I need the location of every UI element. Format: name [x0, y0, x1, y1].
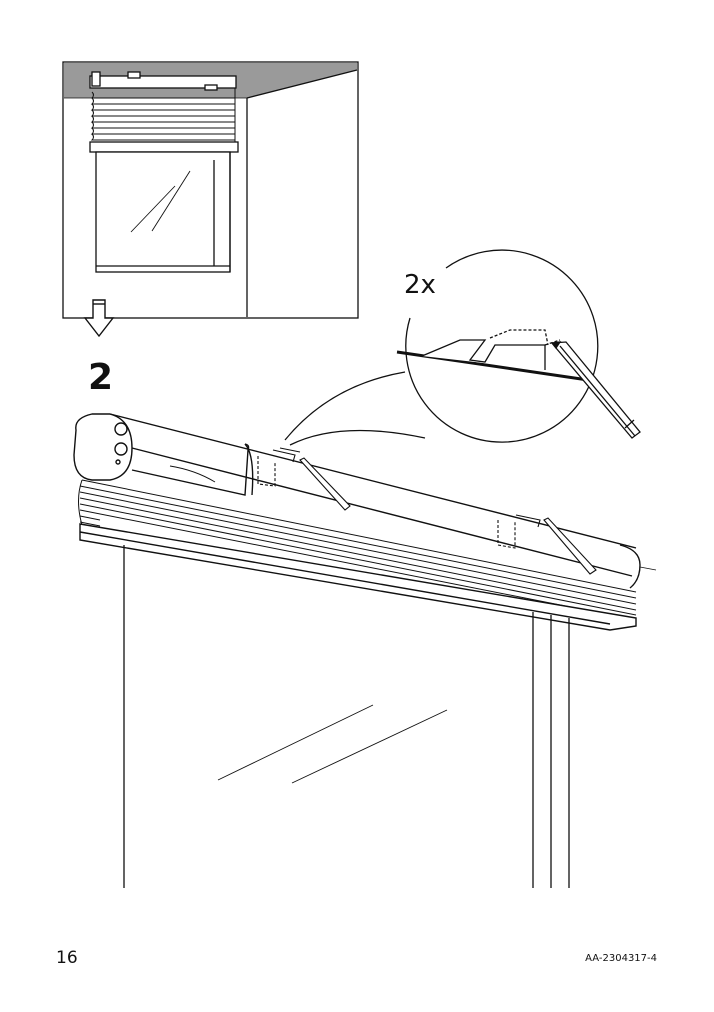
- hollow-down-arrow-icon: [83, 299, 115, 338]
- mounting-marks: [257, 447, 597, 575]
- page-number: 16: [56, 948, 78, 968]
- step-number: 2: [88, 357, 114, 398]
- window-frame: [123, 545, 570, 888]
- detail-callout: [284, 249, 641, 446]
- quantity-label: 2x: [404, 270, 436, 300]
- document-code: AA-2304317-4: [585, 953, 657, 964]
- blind-headrail: [73, 413, 657, 631]
- overview-inset: [62, 61, 359, 319]
- pencil-icon: [550, 341, 641, 439]
